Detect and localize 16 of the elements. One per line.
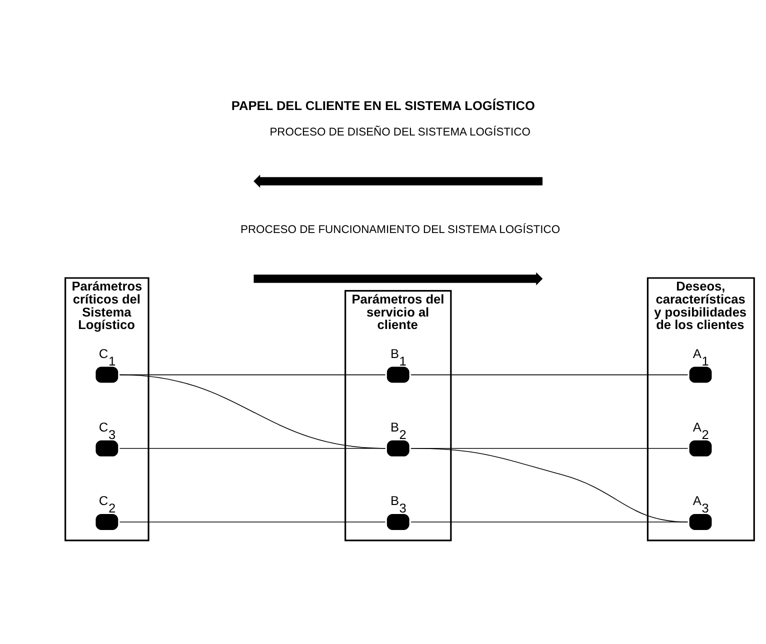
node-box [386, 440, 410, 456]
node-box [689, 440, 712, 456]
node-box [96, 514, 118, 530]
node-box [96, 440, 118, 456]
connector [119, 374, 386, 449]
node-box [386, 514, 410, 530]
connector [410, 374, 688, 376]
connector [119, 448, 386, 449]
node-box [386, 366, 410, 383]
diagram-title: PAPEL DEL CLIENTE EN EL SISTEMA LOGÍSTICO [231, 98, 536, 113]
label: PROCESO DE FUNCIONAMIENTO DEL SISTEMA LOGÍSTICO [240, 224, 560, 236]
node-box [96, 366, 118, 383]
label: PROCESO DE DISEÑO DEL SISTEMA LOGÍSTICO [270, 126, 530, 138]
connector [410, 448, 688, 522]
node-box [689, 514, 712, 530]
node-box [689, 366, 712, 383]
